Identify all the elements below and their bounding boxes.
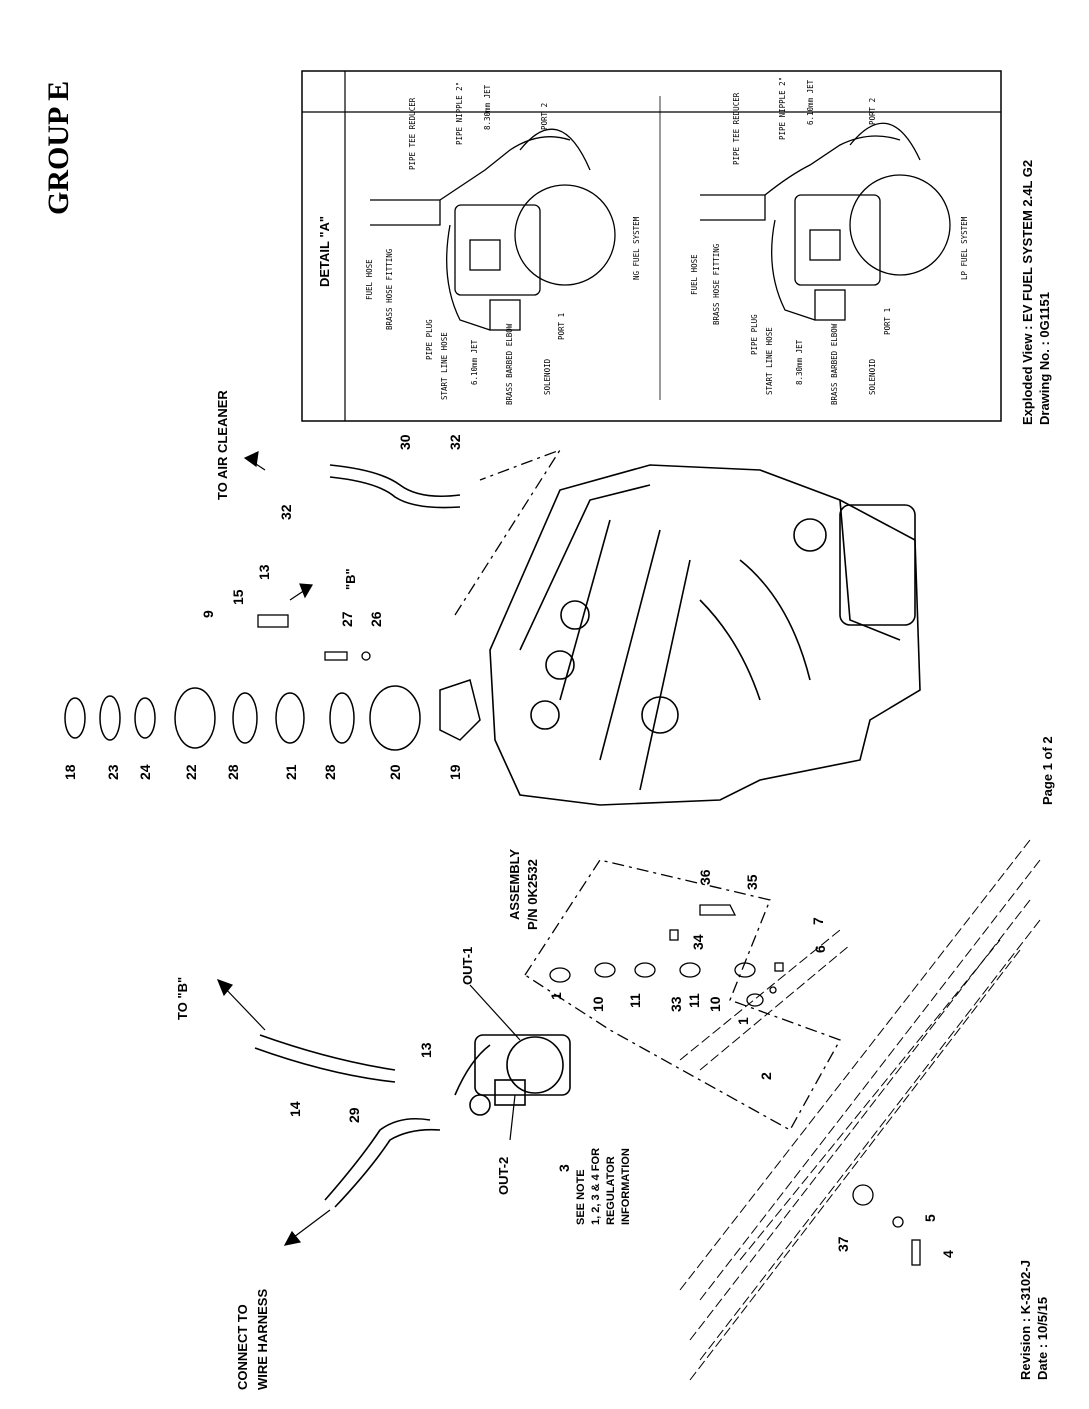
lp-label-start-line-hose: START LINE HOSE [765,327,774,395]
lp-label-jet-830: 8.30mm JET [795,339,804,385]
part-number-7: 7 [810,917,826,925]
lp-system-label: LP FUEL SYSTEM [960,216,969,280]
part-number-4: 4 [940,1250,956,1258]
regulator-word: REGULATOR [605,1156,617,1225]
assembly-outline [454,448,841,1131]
detail-a-box [301,70,1002,422]
detail-a-title: DETAIL "A" [317,215,332,287]
callout-arrows [216,450,521,1246]
ng-label-pipe-tee-reducer: PIPE TEE REDUCER [408,97,417,170]
ng-label-brass-barbed-elbow: BRASS BARBED ELBOW [505,323,514,405]
ng-regulator-sketch [370,128,616,331]
part-number-21: 21 [283,764,299,780]
part-number-28b: 28 [322,764,338,780]
part-number-5: 5 [922,1214,938,1222]
engine-block-sketch [489,464,921,806]
lp-label-pipe-tee-reducer: PIPE TEE REDUCER [732,92,741,165]
assembly-pn: P/N 0K2532 [525,859,540,930]
part-number-19: 19 [447,764,463,780]
group-title: GROUP E [42,80,75,215]
part-number-6: 6 [812,945,828,953]
part-number-28a: 28 [225,764,241,780]
lp-label-port-1: PORT 1 [883,307,892,335]
ng-label-jet-830: 8.30mm JET [483,84,492,130]
ng-label-start-line-hose: START LINE HOSE [440,332,449,400]
ng-label-fuel-hose: FUEL HOSE [365,259,374,300]
drawing-number: Drawing No. : 0G1151 [1037,292,1052,425]
ng-label-port-2: PORT 2 [540,102,549,130]
part-number-14: 14 [287,1101,303,1117]
frame-rail-sketch [679,839,1041,1381]
part-number-37: 37 [835,1236,851,1252]
lp-label-port-2: PORT 2 [868,97,877,125]
see-note: SEE NOTE [575,1169,587,1225]
ng-label-solenoid: SOLENOID [543,358,552,395]
part-number-1a: 1 [548,992,564,1000]
part-number-33: 33 [668,996,684,1012]
hoses [254,464,461,1208]
lp-label-pipe-nipple: PIPE NIPPLE 2" [778,76,787,140]
part-number-3: 3 [556,1164,572,1172]
ng-label-pipe-nipple: PIPE NIPPLE 2" [455,81,464,145]
ng-system-label: NG FUEL SYSTEM [632,216,641,280]
lp-label-jet-610: 6.10mm JET [806,79,815,125]
b-marker: "B" [343,568,358,590]
to-b-callout: TO "B" [175,976,190,1020]
part-number-30: 30 [397,434,413,450]
small-hardware [257,614,921,1266]
ng-label-port-1: PORT 1 [557,312,566,340]
part-number-32a: 32 [278,504,294,520]
part-number-36: 36 [697,869,713,885]
ng-label-pipe-plug: PIPE PLUG [425,319,434,360]
part-number-26: 26 [368,611,384,627]
to-air-cleaner-text: TO AIR CLEANER [215,390,230,500]
part-number-23: 23 [105,764,121,780]
part-number-34: 34 [690,934,706,950]
assembly-label: ASSEMBLY [507,848,522,920]
part-number-9: 9 [200,610,216,618]
part-number-24: 24 [137,764,153,780]
connect-to-label: CONNECT TO [235,1304,250,1390]
date-label: Date : 10/5/15 [1035,1296,1050,1380]
lp-regulator-sketch [700,122,951,321]
part-number-32b: 32 [447,434,463,450]
to-air-cleaner-callout: TO AIR CLEANER [215,390,230,500]
lp-label-solenoid: SOLENOID [868,358,877,395]
wire-harness-label: WIRE HARNESS [255,1288,270,1390]
note-numbers: 1, 2, 3 & 4 FOR [590,1147,602,1225]
ng-label-brass-hose-fitting: BRASS HOSE FITTING [385,248,394,330]
part-number-29: 29 [346,1107,362,1123]
part-number-13a: 13 [256,564,272,580]
part-number-10b: 10 [707,996,723,1012]
part-number-27: 27 [339,611,355,627]
lp-label-pipe-plug: PIPE PLUG [750,314,759,355]
part-number-20: 20 [387,764,403,780]
air-intake-components [64,679,481,751]
regulator-assembly [454,1034,571,1116]
part-number-35: 35 [744,874,760,890]
part-number-15: 15 [230,589,246,605]
part-number-1b: 1 [735,1017,751,1025]
part-number-10a: 10 [590,996,606,1012]
page-number: Page 1 of 2 [1040,736,1055,805]
ng-label-jet-610: 6.10mm JET [470,339,479,385]
part-number-18: 18 [62,764,78,780]
part-number-11a: 11 [627,993,643,1008]
lp-label-fuel-hose: FUEL HOSE [690,254,699,295]
part-number-22: 22 [183,764,199,780]
lp-label-brass-barbed-elbow: BRASS BARBED ELBOW [830,323,839,405]
out2-callout: OUT-2 [496,1156,511,1195]
part-number-2: 2 [758,1072,774,1080]
part-number-11b: 11 [686,993,702,1008]
out1-callout: OUT-1 [460,946,475,985]
part-number-13b: 13 [418,1042,434,1058]
lp-label-brass-hose-fitting: BRASS HOSE FITTING [712,243,721,325]
view-title: Exploded View : EV FUEL SYSTEM 2.4L G2 [1020,159,1035,425]
revision-label: Revision : K-3102-J [1018,1260,1033,1380]
information-word: INFORMATION [620,1148,632,1225]
